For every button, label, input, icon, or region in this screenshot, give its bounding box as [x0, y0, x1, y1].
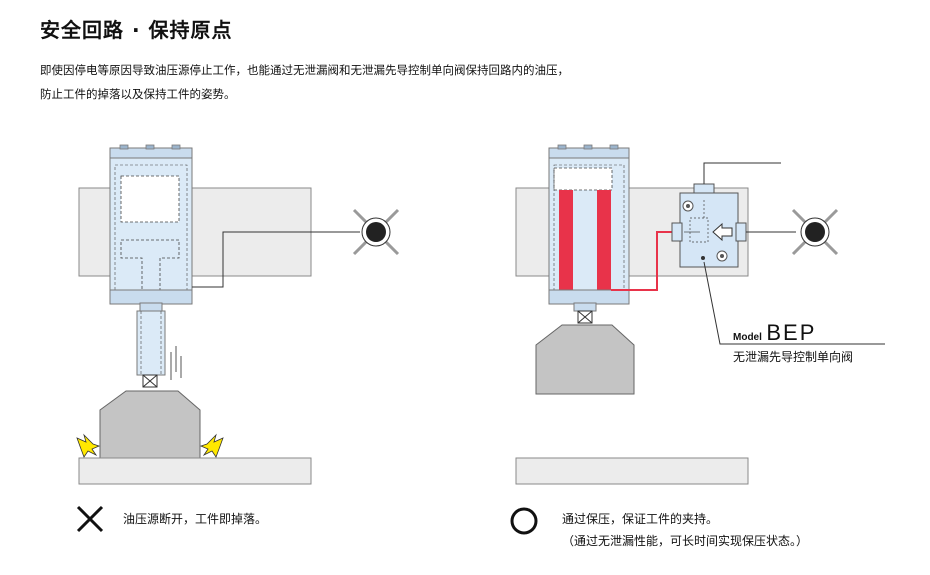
- right-workpiece: [535, 324, 635, 395]
- left-spark-icon: [76, 433, 101, 458]
- intro-line-1: 即使因停电等原因导致油压源停止工作，也能通过无泄漏阀和无泄漏先导控制单向阀保持回…: [40, 63, 569, 77]
- model-label: Model BEP: [733, 320, 816, 346]
- right-spark-icon: [199, 433, 224, 458]
- model-prefix: Model: [733, 332, 762, 343]
- pilot-line: [703, 162, 781, 184]
- model-name: BEP: [766, 320, 817, 345]
- intro-text: 即使因停电等原因导致油压源停止工作，也能通过无泄漏阀和无泄漏先导控制单向阀保持回…: [40, 58, 900, 106]
- right-diagram: [515, 144, 885, 485]
- page-title: 安全回路 · 保持原点: [40, 18, 233, 42]
- right-oil-right-column: [597, 190, 611, 290]
- left-diagram: [76, 144, 400, 485]
- right-base-plate: [515, 457, 749, 485]
- right-oil-left-column: [559, 190, 573, 290]
- left-cylinder-body: [109, 147, 193, 301]
- left-cylinder-flange: [109, 289, 193, 305]
- model-description: 无泄漏先导控制单向阀: [733, 350, 854, 364]
- left-pump-off-icon: [352, 208, 400, 256]
- intro-line-2: 防止工件的掉落以及保持工件的姿势。: [40, 87, 236, 101]
- left-caption: 油压源断开，工件即掉落。: [123, 512, 268, 526]
- left-base-plate: [78, 457, 312, 485]
- right-pump-off-icon: [791, 208, 839, 256]
- right-caption: 通过保压，保证工件的夹持。 （通过无泄漏性能，可长时间实现保压状态。）: [562, 508, 808, 552]
- right-caption-line-2: （通过无泄漏性能，可长时间实现保压状态。）: [562, 534, 809, 548]
- check-valve-icon: [671, 183, 747, 268]
- left-workpiece: [99, 390, 201, 460]
- left-cylinder-cap: [109, 147, 193, 159]
- ok-circle-icon: [510, 507, 538, 535]
- fail-cross-icon: [76, 505, 104, 533]
- right-caption-line-1: 通过保压，保证工件的夹持。: [562, 512, 719, 526]
- model-leader-line: [703, 261, 885, 345]
- left-piston-rod: [136, 310, 166, 376]
- right-oil-line: [611, 231, 678, 291]
- left-hydraulic-line: [192, 231, 360, 288]
